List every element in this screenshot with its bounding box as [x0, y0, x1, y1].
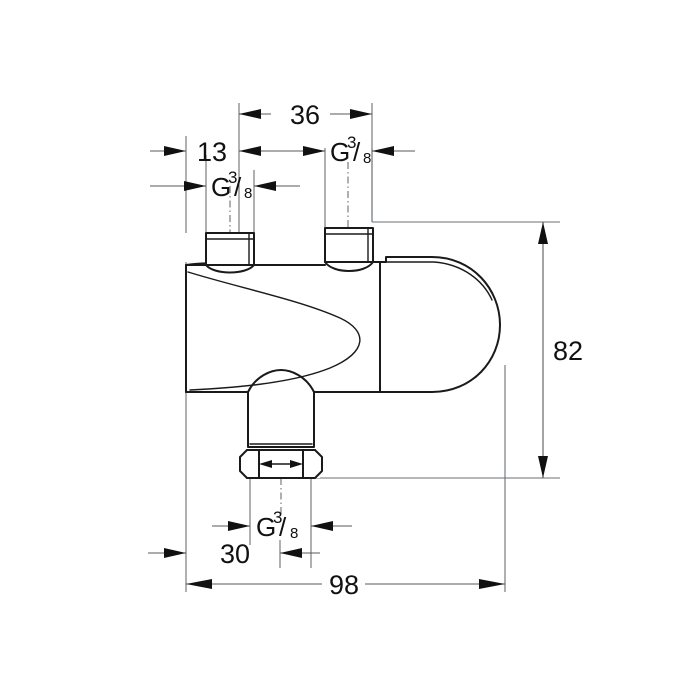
dim-13-arrow-left: [164, 146, 186, 156]
thread-left-denominator: 8: [244, 185, 252, 202]
dome-outline: [379, 256, 501, 393]
left-inlet-fill: [206, 233, 254, 265]
thread-bottom-prefix: G: [256, 512, 276, 542]
inlet-left-boss-curve: [205, 264, 255, 274]
thread-bottom-arrow-right: [311, 521, 333, 531]
thread-left-arrow-right: [254, 181, 276, 191]
thread-bottom-numerator: 3: [273, 508, 282, 527]
dim-82-label: 82: [553, 336, 583, 366]
thread-right-denominator: 8: [363, 150, 371, 167]
dim-30-label: 30: [220, 539, 250, 569]
dim-13-arrow-right: [239, 146, 261, 156]
hex-nut: [239, 449, 323, 479]
thread-right-slash: /: [353, 137, 361, 167]
right-inlet-body: [324, 227, 374, 263]
thread-bottom-slash: /: [279, 512, 287, 542]
valve-body-geometry: [185, 227, 501, 479]
dimension-98: 98: [186, 570, 505, 600]
dim-82-arrow-bottom: [538, 456, 548, 478]
thread-callout-bottom-outlet: G 3 / 8: [212, 508, 352, 542]
thread-left-arrow-left: [184, 181, 206, 191]
thread-callout-right-inlet: G 3 / 8: [290, 133, 415, 167]
thread-right-arrow-left: [303, 146, 325, 156]
dim-82-arrow-top: [538, 222, 548, 244]
thread-bottom-arrow-left: [228, 521, 250, 531]
dimension-36: 36: [239, 100, 372, 130]
thread-right-prefix: G: [330, 137, 350, 167]
left-inlet-body: [205, 232, 255, 266]
outlet-neck-base: [247, 439, 315, 448]
thread-callout-left-inlet: G 3 / 8: [150, 168, 300, 202]
body-sweep-curve: [187, 271, 361, 391]
thread-left-prefix: G: [211, 172, 231, 202]
hex-nut-mark-left: [259, 460, 272, 468]
body-fill: [186, 265, 380, 392]
dome-inner-curve: [385, 261, 493, 301]
dim-36-arrow-left: [239, 109, 261, 119]
inlet-right-boss-curve: [324, 261, 374, 272]
dim-36-arrow-right: [350, 109, 372, 119]
hex-nut-right-facet: [314, 449, 323, 479]
dim-30-arrow-right: [280, 548, 302, 558]
centerlines: [229, 162, 349, 516]
dim-98-arrow-left: [186, 579, 212, 589]
dim-13-label: 13: [197, 137, 227, 167]
outlet-shoulder-curve: [247, 369, 315, 393]
hex-nut-mark-right: [290, 460, 303, 468]
dimension-82: 82: [538, 222, 583, 478]
thread-right-arrow-right: [372, 146, 394, 156]
thread-left-slash: /: [234, 172, 242, 202]
hex-nut-left-facet: [239, 449, 248, 479]
thread-bottom-denominator: 8: [290, 525, 298, 542]
dim-36-label: 36: [290, 100, 320, 130]
dome-fill: [380, 265, 497, 392]
thread-left-numerator: 3: [228, 168, 237, 187]
thread-right-numerator: 3: [347, 133, 356, 152]
dim-98-label: 98: [329, 570, 359, 600]
dimension-30: 30: [148, 539, 320, 569]
dim-98-arrow-right: [479, 579, 505, 589]
dim-30-arrow-left: [164, 548, 186, 558]
right-inlet-fill: [325, 228, 373, 262]
